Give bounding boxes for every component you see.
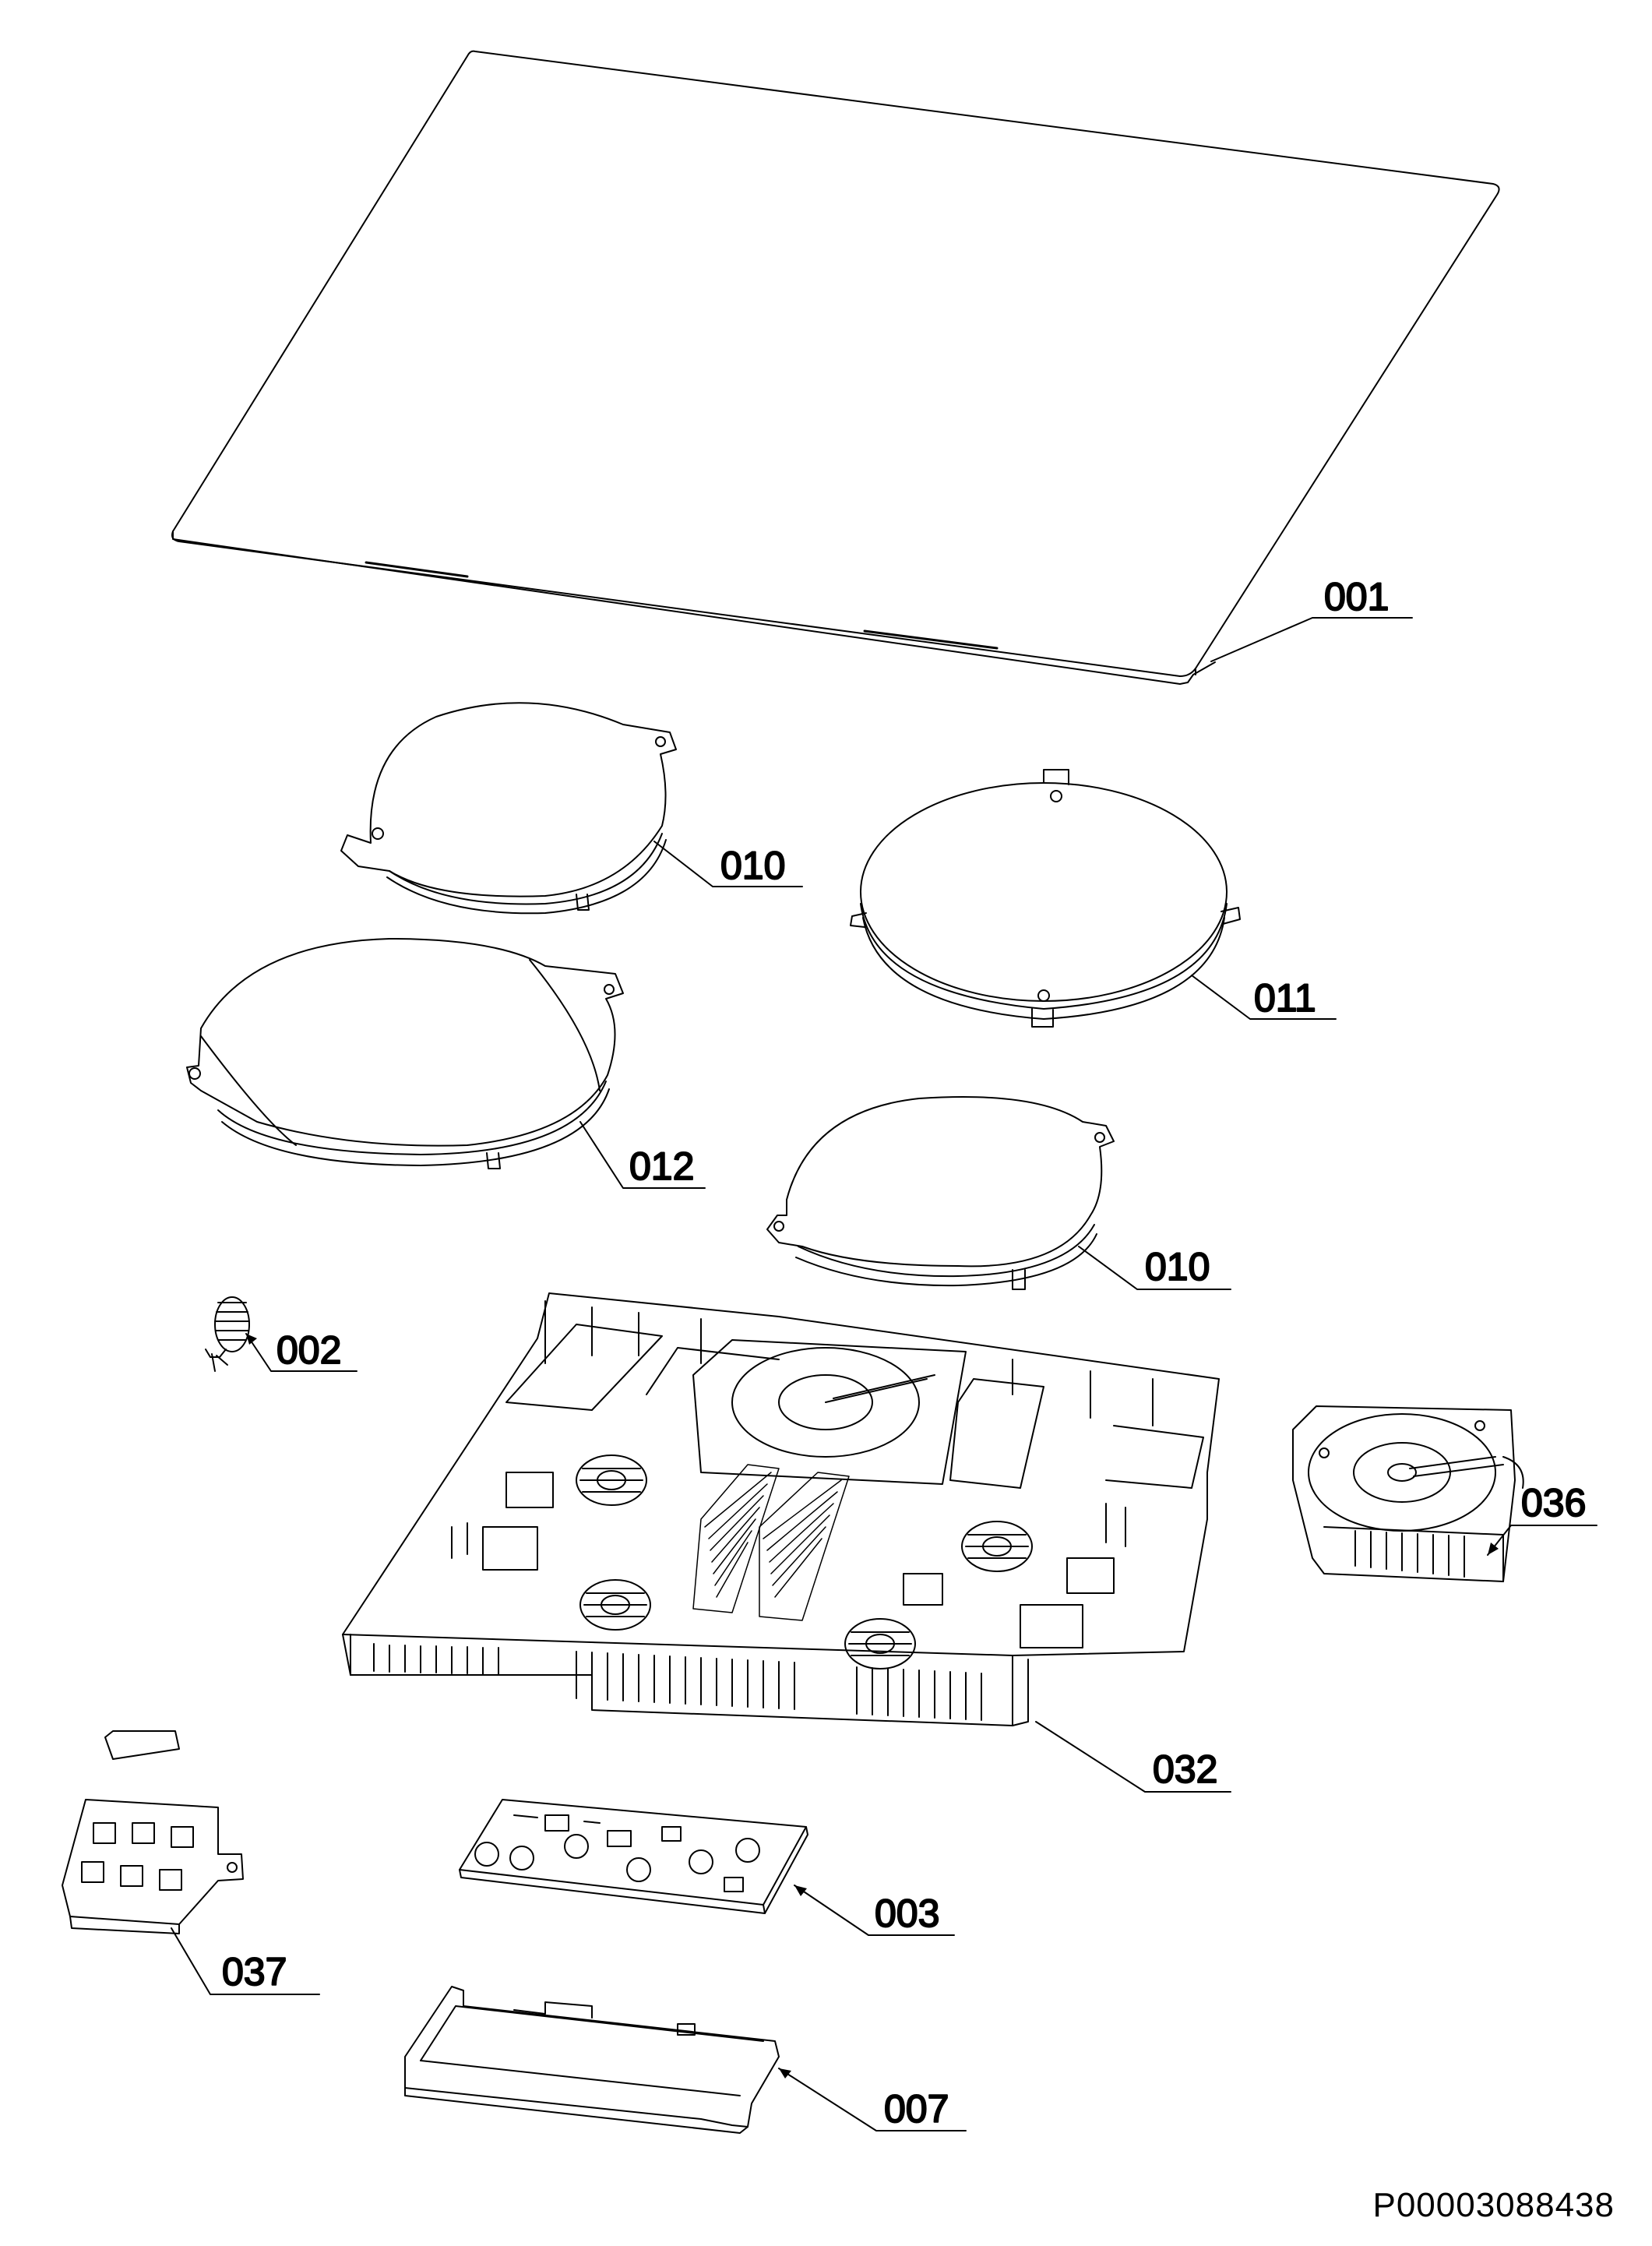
induction-coil-012 bbox=[187, 939, 623, 1169]
leader-003 bbox=[794, 1885, 954, 1935]
leader-032 bbox=[1036, 1722, 1231, 1792]
callout-003: 003 bbox=[875, 1892, 939, 1935]
callout-010-top: 010 bbox=[720, 844, 785, 887]
induction-coil-010-bottom bbox=[767, 1097, 1114, 1289]
callout-010-bottom: 010 bbox=[1145, 1245, 1210, 1289]
fan-assembly-part bbox=[1293, 1406, 1523, 1581]
callout-001: 001 bbox=[1324, 575, 1389, 619]
leader-007 bbox=[779, 2068, 966, 2131]
leader-001 bbox=[1211, 618, 1412, 661]
callout-036: 036 bbox=[1521, 1481, 1586, 1525]
callout-032: 032 bbox=[1153, 1747, 1217, 1791]
callout-012: 012 bbox=[629, 1144, 694, 1188]
document-id: P00003088438 bbox=[1372, 2186, 1615, 2224]
leader-010-bottom bbox=[1079, 1246, 1231, 1289]
leader-arrowheads bbox=[246, 1334, 1499, 2079]
control-pcb-part bbox=[460, 1800, 808, 1913]
callout-007: 007 bbox=[884, 2087, 949, 2131]
induction-coil-011 bbox=[851, 770, 1240, 1027]
callout-011: 011 bbox=[1254, 976, 1316, 1020]
ferrite-choke-part bbox=[206, 1297, 249, 1371]
leader-011 bbox=[1192, 975, 1336, 1019]
leader-010-top bbox=[654, 841, 802, 887]
terminal-block-part bbox=[62, 1731, 243, 1934]
callout-037: 037 bbox=[222, 1950, 287, 1994]
leader-012 bbox=[580, 1122, 705, 1188]
leader-037 bbox=[171, 1928, 319, 1994]
induction-coil-010-top bbox=[341, 703, 676, 913]
cooktop-glass-panel bbox=[172, 51, 1499, 684]
leader-002 bbox=[246, 1334, 357, 1371]
callout-002: 002 bbox=[277, 1328, 341, 1372]
toroid-coils bbox=[576, 1455, 1032, 1669]
chassis-power-board-assembly bbox=[343, 1293, 1219, 1726]
pcb-frame-part bbox=[405, 1987, 779, 2133]
leader-036 bbox=[1488, 1525, 1597, 1555]
